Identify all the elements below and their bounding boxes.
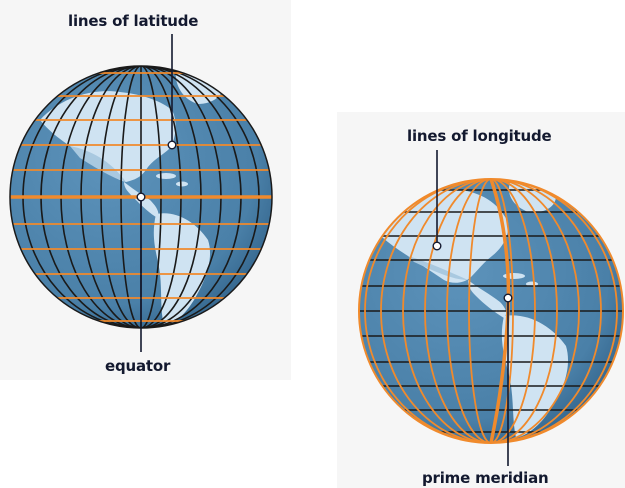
lines-of-latitude-label: lines of latitude [68,12,199,30]
left-globe [9,34,273,352]
prime-meridian-label: prime meridian [422,469,549,487]
lines-of-longitude-label: lines of longitude [407,127,552,145]
right-globe [358,150,624,466]
equator-label: equator [105,357,171,375]
latitude-marker-dot [167,140,177,150]
longitude-marker-dot [432,241,442,251]
equator-marker-dot [136,192,146,202]
right-globe-grid [359,179,623,443]
prime-meridian-marker-dot [503,293,513,303]
